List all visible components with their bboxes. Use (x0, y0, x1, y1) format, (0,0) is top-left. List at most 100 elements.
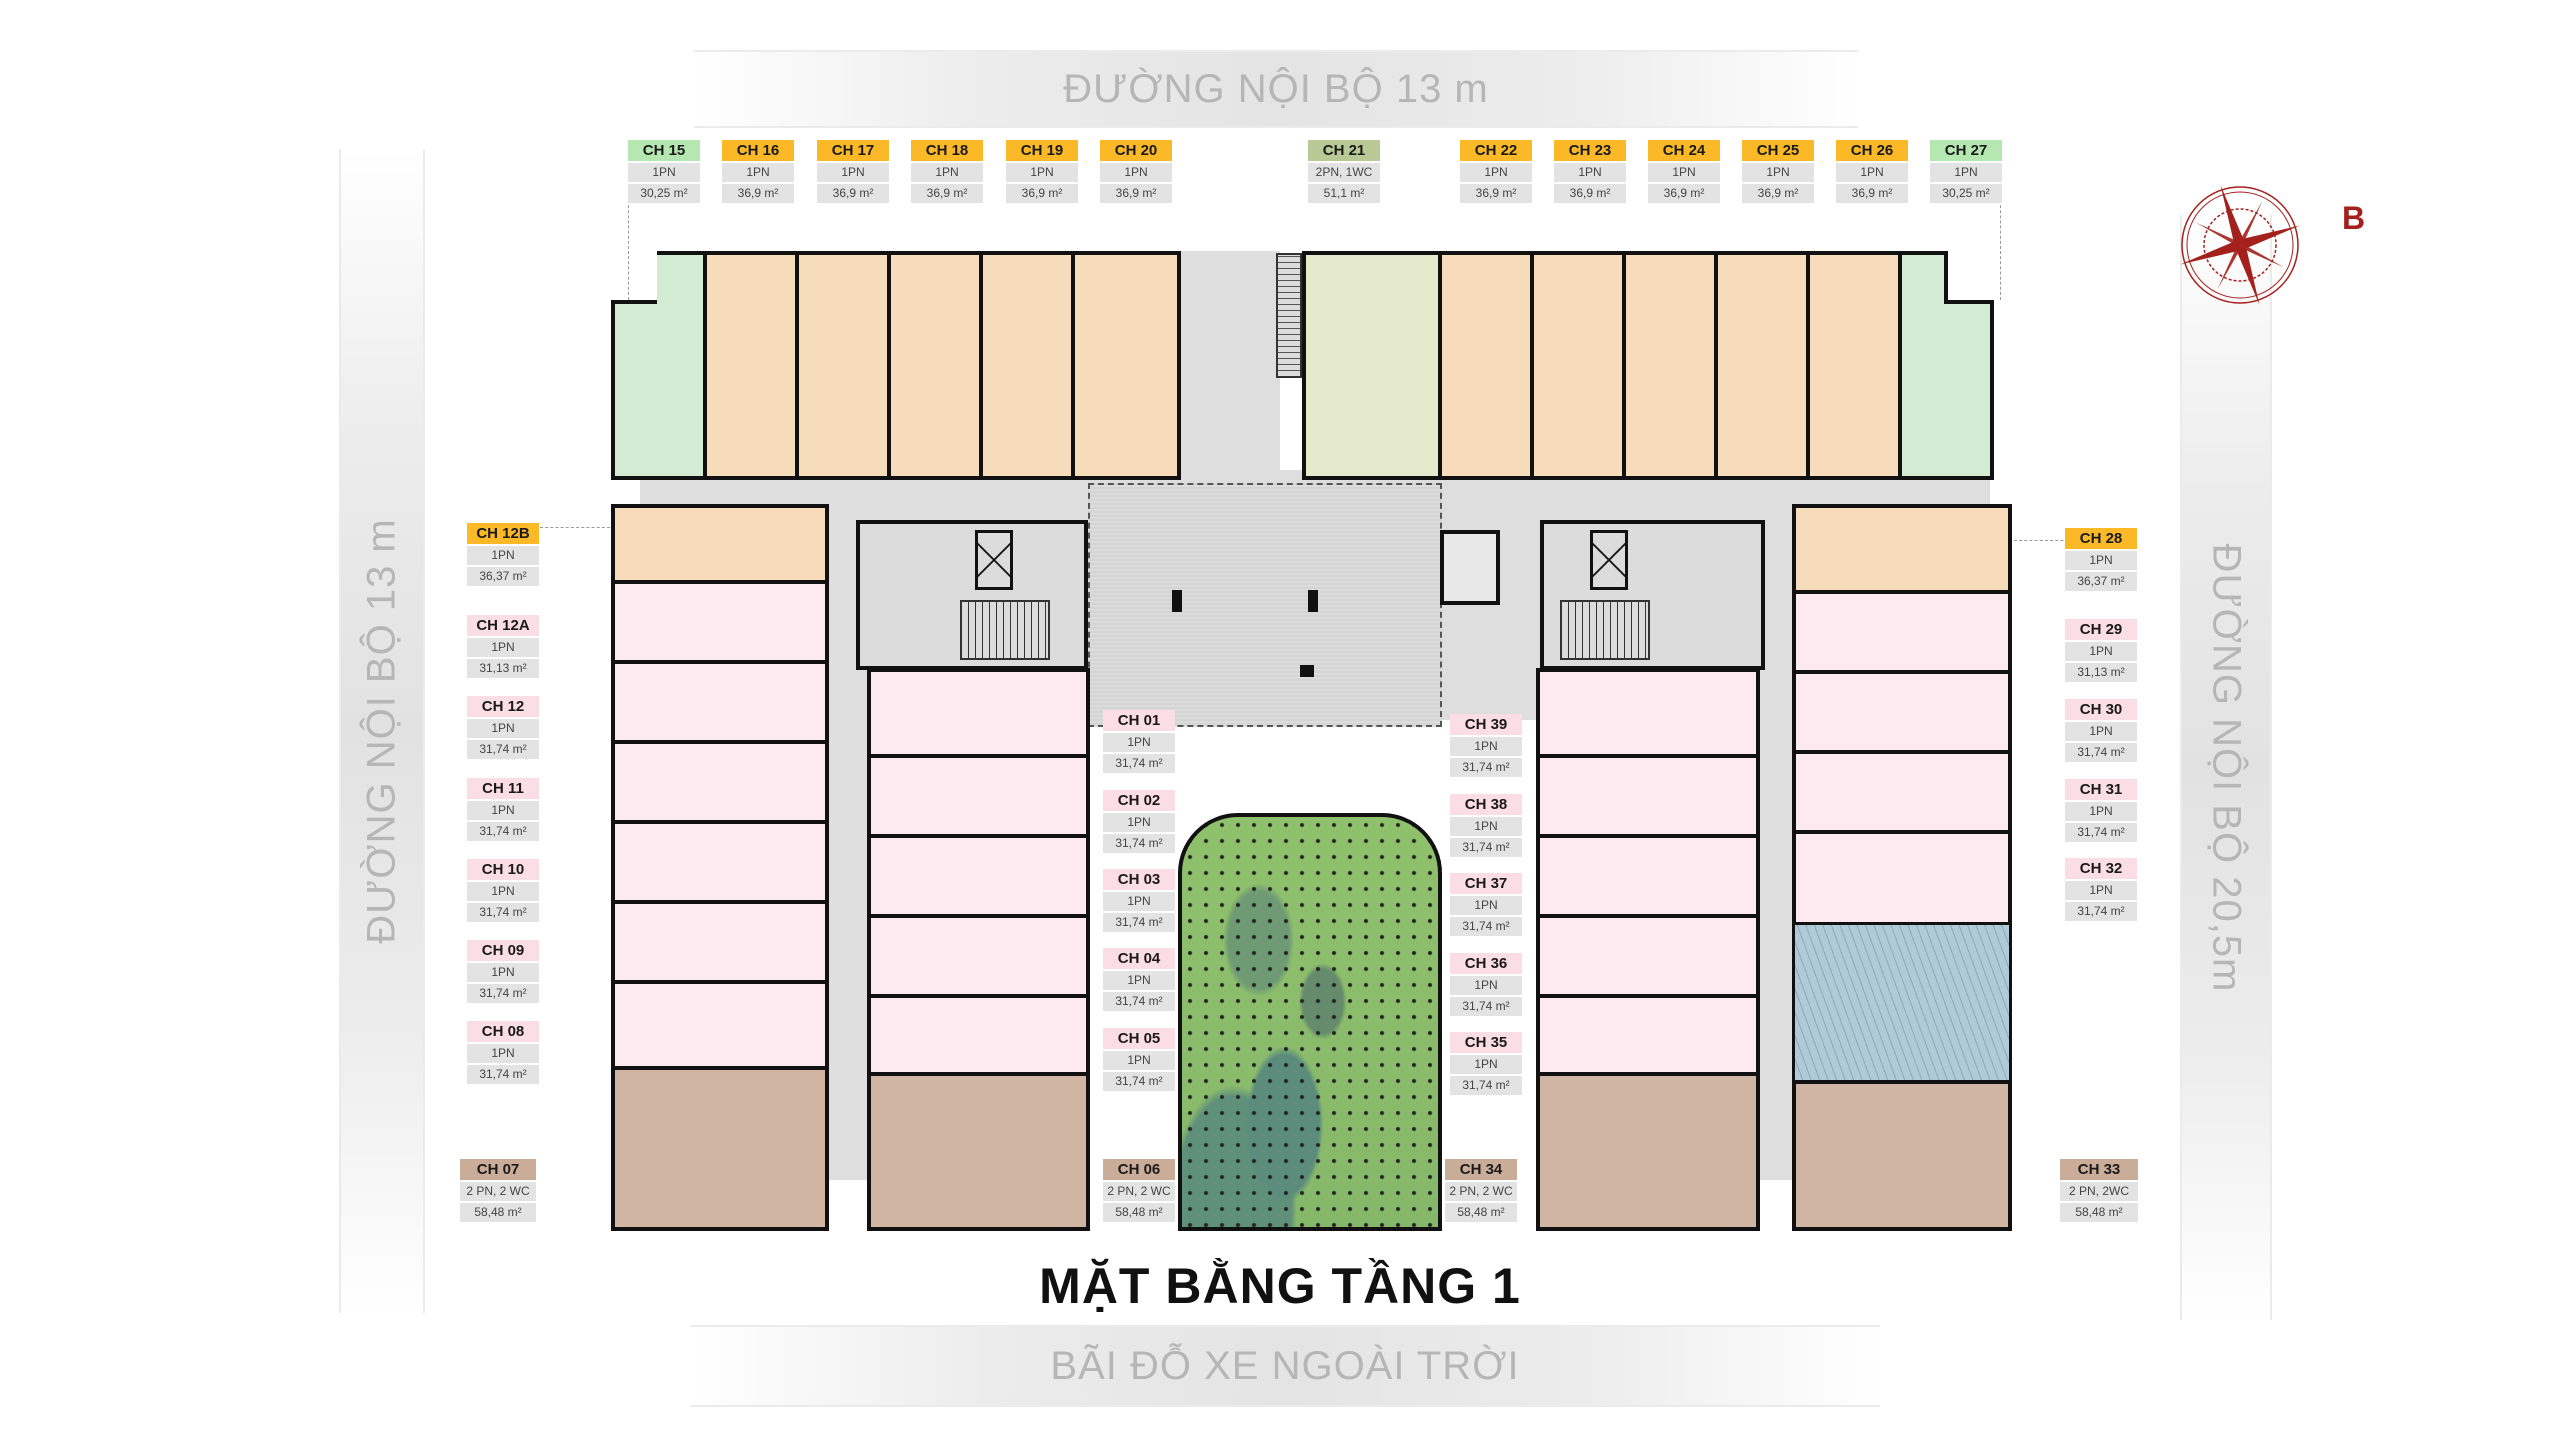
road-top: ĐƯỜNG NỘI BỘ 13 m (694, 50, 1858, 128)
unit-ch20[interactable] (1071, 251, 1181, 480)
unit-ch17[interactable] (795, 251, 891, 480)
unit-ch07[interactable] (611, 1066, 829, 1231)
unit-ch28[interactable] (1792, 504, 2012, 594)
unit-ch11[interactable] (611, 740, 829, 824)
unit-ch04[interactable] (867, 914, 1090, 998)
unit-ch27-wing[interactable] (1944, 300, 1994, 480)
leader-line (2014, 540, 2084, 541)
unit-ch32[interactable] (1792, 830, 2012, 926)
leader-line (628, 200, 629, 300)
unit-ch16[interactable] (703, 251, 799, 480)
wc-lobby (1440, 530, 1500, 605)
column (1308, 590, 1318, 612)
unit-ch02[interactable] (867, 754, 1090, 838)
stairs-right (1560, 600, 1650, 660)
unit-ch15-main[interactable] (657, 251, 707, 480)
unit-ch10[interactable] (611, 820, 829, 904)
column (1300, 665, 1314, 677)
unit-ch36[interactable] (1536, 914, 1760, 998)
unit-ch01[interactable] (867, 668, 1090, 758)
unit-ch12a[interactable] (611, 580, 829, 664)
unit-ch03[interactable] (867, 834, 1090, 918)
unit-ch30[interactable] (1792, 670, 2012, 754)
unit-ch18[interactable] (887, 251, 983, 480)
unit-ch12[interactable] (611, 660, 829, 744)
unit-ch24[interactable] (1622, 251, 1718, 480)
ramp-top (1276, 253, 1302, 378)
unit-ch09[interactable] (611, 900, 829, 984)
road-right-label: ĐƯỜNG NỘI BỘ 20,5m (2204, 543, 2249, 992)
unit-ch38[interactable] (1536, 754, 1760, 838)
road-bottom: BÃI ĐỖ XE NGOÀI TRỜI (690, 1325, 1880, 1407)
unit-ch37[interactable] (1536, 834, 1760, 918)
unit-ch15[interactable] (611, 300, 661, 480)
lobby-hall (1088, 483, 1442, 727)
page-title: MẶT BẰNG TẦNG 1 (1039, 1258, 1521, 1314)
unit-ch12b[interactable] (611, 504, 829, 584)
unit-ch22[interactable] (1438, 251, 1534, 480)
elevator-right (1590, 530, 1628, 590)
courtyard-garden (1178, 813, 1442, 1231)
unit-ch27[interactable] (1898, 251, 1948, 480)
unit-ch23[interactable] (1530, 251, 1626, 480)
column (1172, 590, 1182, 612)
road-right: ĐƯỜNG NỘI BỘ 20,5m (2180, 215, 2272, 1320)
unit-ch05[interactable] (867, 994, 1090, 1076)
unit-ch29[interactable] (1792, 590, 2012, 674)
unit-ch35[interactable] (1536, 994, 1760, 1076)
void-area (1792, 922, 2012, 1084)
unit-ch08[interactable] (611, 980, 829, 1070)
road-top-label: ĐƯỜNG NỘI BỘ 13 m (1063, 66, 1489, 111)
unit-ch21[interactable] (1302, 251, 1442, 480)
unit-ch33[interactable] (1792, 1080, 2012, 1231)
unit-ch39[interactable] (1536, 668, 1760, 758)
unit-ch26[interactable] (1806, 251, 1902, 480)
compass-rose-icon (2180, 185, 2300, 305)
stair-well-top (1180, 251, 1280, 481)
unit-ch31[interactable] (1792, 750, 2012, 834)
unit-ch19[interactable] (979, 251, 1075, 480)
road-left: ĐƯỜNG NỘI BỘ 13 m (339, 149, 425, 1313)
unit-ch25[interactable] (1714, 251, 1810, 480)
unit-ch06[interactable] (867, 1072, 1090, 1231)
road-left-label: ĐƯỜNG NỘI BỘ 13 m (359, 518, 404, 944)
road-bottom-label: BÃI ĐỖ XE NGOÀI TRỜI (1050, 1343, 1520, 1388)
unit-ch34[interactable] (1536, 1072, 1760, 1231)
compass-north-label: B (2342, 200, 2366, 236)
